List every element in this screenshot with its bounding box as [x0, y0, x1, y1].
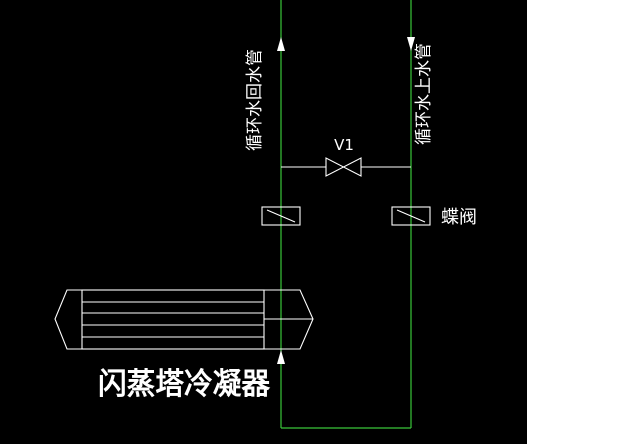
butterfly-valve-icon	[391, 206, 431, 226]
arrow-up-icon	[277, 37, 285, 51]
return-pipe-label: 循环水回水管	[245, 49, 265, 151]
butterfly-valve-right-body	[391, 206, 431, 226]
model-space-canvas	[0, 0, 527, 444]
supply-pipe-label: 循环水上水管	[414, 43, 434, 145]
valve-label-v1: V1	[334, 136, 354, 154]
butterfly-valve-right-disc	[396, 209, 426, 223]
butterfly-valve-left-disc	[266, 209, 296, 223]
valve-icon	[325, 157, 362, 177]
butterfly-valve-icon	[261, 206, 301, 226]
arrow-up-icon	[277, 350, 285, 364]
butterfly-valve-label: 蝶阀	[441, 207, 477, 228]
arrow-down-icon	[407, 37, 415, 51]
exchanger-left-head	[54, 289, 82, 350]
butterfly-valve-left-body	[261, 206, 301, 226]
heat-exchanger-icon	[54, 289, 314, 350]
condenser-label: 闪蒸塔冷凝器	[98, 367, 271, 402]
valve-bowtie	[325, 157, 362, 177]
